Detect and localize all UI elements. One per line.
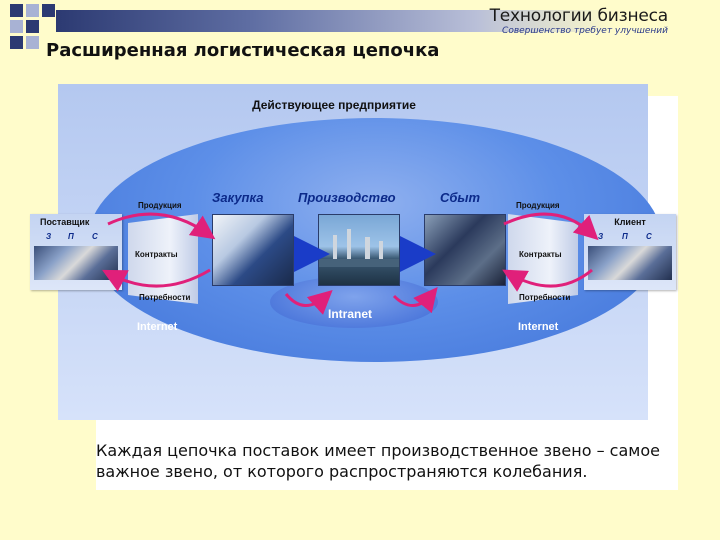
right-needs-label: Потребности bbox=[519, 293, 571, 302]
stage-sales: Сбыт bbox=[440, 190, 481, 205]
enterprise-label: Действующее предприятие bbox=[252, 98, 416, 112]
right-products-label: Продукция bbox=[516, 201, 560, 210]
right-contracts-label: Контракты bbox=[519, 250, 562, 259]
client-p: П bbox=[622, 232, 628, 241]
purchase-photo bbox=[212, 214, 294, 286]
supplier-s: С bbox=[92, 232, 98, 241]
stage-production: Производство bbox=[298, 190, 396, 205]
left-funnel bbox=[128, 214, 198, 304]
right-bottom-arrow bbox=[502, 268, 593, 292]
page-title: Расширенная логистическая цепочка bbox=[46, 40, 440, 61]
left-bottom-arrow bbox=[102, 268, 211, 292]
production-photo bbox=[318, 214, 400, 286]
client-s: С bbox=[646, 232, 652, 241]
stage-purchase: Закупка bbox=[212, 190, 264, 205]
left-needs-label: Потребности bbox=[139, 293, 191, 302]
client-title: Клиент bbox=[614, 217, 646, 227]
brand-subtitle: Совершенство требует улучшений bbox=[502, 26, 668, 36]
sales-photo bbox=[424, 214, 506, 286]
supplier-z: З bbox=[46, 232, 52, 241]
header-bar bbox=[56, 10, 616, 32]
caption-text: Каждая цепочка поставок имеет производст… bbox=[96, 441, 660, 481]
client-photo bbox=[588, 246, 672, 280]
brand-title: Технологии бизнеса bbox=[489, 6, 669, 26]
intranet-label: Intranet bbox=[328, 307, 373, 321]
internet-label-left: Internet bbox=[137, 321, 178, 333]
left-products-label: Продукция bbox=[138, 201, 182, 210]
supplier-p: П bbox=[68, 232, 74, 241]
client-box: Клиент З П С bbox=[584, 214, 676, 290]
right-top-arrow bbox=[503, 212, 599, 241]
supplier-title: Поставщик bbox=[40, 217, 90, 227]
intranet-right-arrow bbox=[392, 287, 438, 314]
left-top-arrow bbox=[107, 212, 216, 240]
internet-label-right: Internet bbox=[518, 321, 559, 333]
intranet-left-arrow bbox=[284, 289, 333, 315]
left-contracts-label: Контракты bbox=[135, 250, 178, 259]
client-z: З bbox=[598, 232, 604, 241]
